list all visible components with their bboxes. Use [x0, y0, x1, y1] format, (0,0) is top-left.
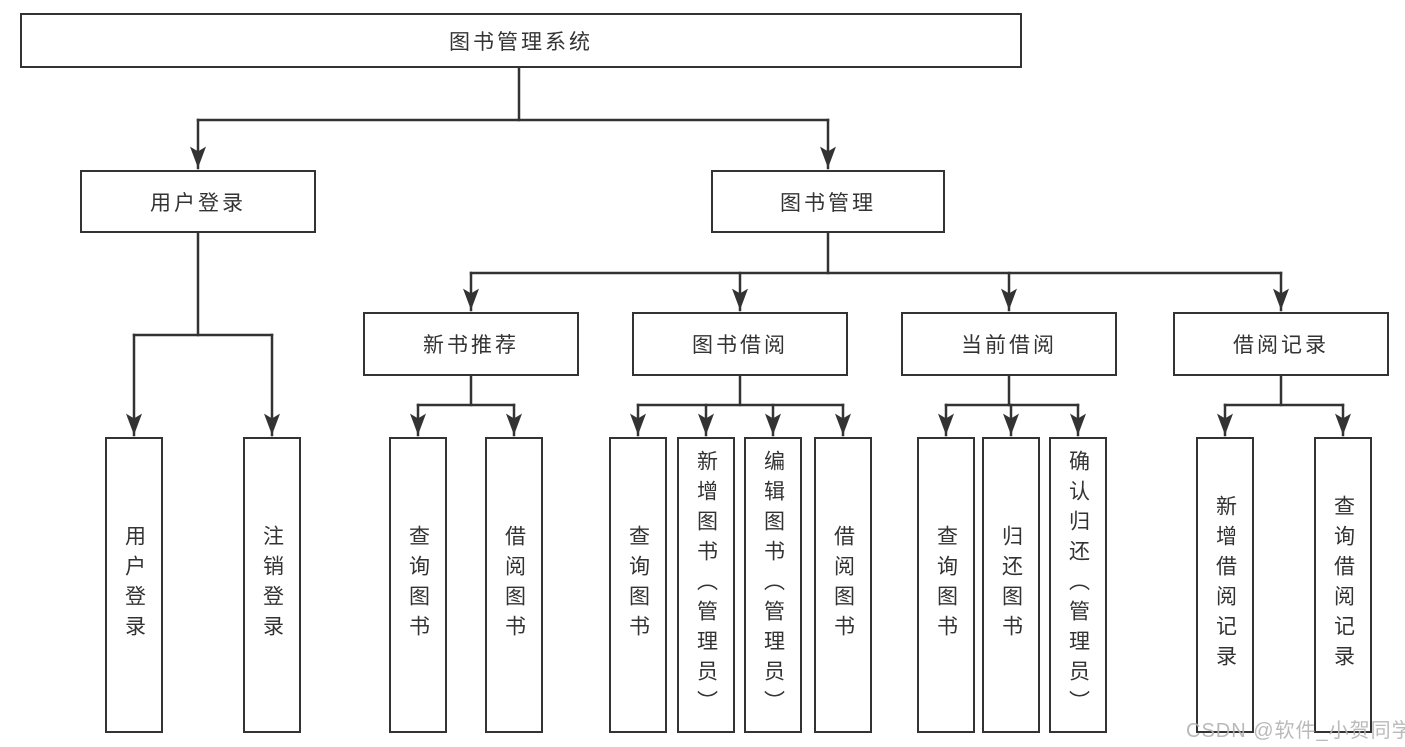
node-add-book-admin: 新增图书（管理员） — [677, 437, 735, 733]
node-query-books-recommend: 查询图书 — [389, 437, 447, 733]
node-borrow-books-recommend: 借阅图书 — [485, 437, 543, 733]
csdn-watermark: CSDN @软件_小贺同学 — [1186, 720, 1405, 742]
node-new-book-recommend: 新书推荐 — [363, 312, 579, 376]
node-borrow-books: 借阅图书 — [814, 437, 872, 733]
node-label: 当前借阅 — [961, 334, 1057, 357]
connector-book-management-branch — [463, 231, 1289, 312]
node-label: 归还图书 — [999, 525, 1023, 645]
node-query-borrow-record: 查询借阅记录 — [1314, 437, 1372, 733]
node-label: 借阅图书 — [831, 525, 855, 645]
connector-book-borrowing-branch — [630, 374, 851, 437]
node-label: 编辑图书（管理员） — [761, 450, 785, 720]
connector-user-login-branch — [126, 231, 280, 437]
connector-current-borrowing-branch — [938, 374, 1086, 437]
node-label: 新书推荐 — [423, 334, 519, 357]
node-borrowing-records: 借阅记录 — [1173, 312, 1389, 376]
node-label: 查询图书 — [934, 525, 958, 645]
connector-borrowing-records-branch — [1217, 374, 1351, 437]
node-label: 图书管理 — [780, 191, 876, 215]
node-user-login-branch: 用户登录 — [80, 170, 316, 233]
node-label: 查询图书 — [406, 525, 430, 645]
node-current-borrowing: 当前借阅 — [901, 312, 1117, 376]
node-user-login-leaf: 用户登录 — [105, 437, 163, 733]
node-label: 用户登录 — [150, 191, 246, 215]
node-label: 借阅图书 — [502, 525, 526, 645]
node-label: 图书管理系统 — [449, 30, 593, 54]
node-query-books-current: 查询图书 — [917, 437, 975, 733]
node-confirm-return-admin: 确认归还（管理员） — [1049, 437, 1107, 733]
node-book-management: 图书管理 — [711, 170, 945, 233]
node-label: 图书借阅 — [692, 334, 788, 357]
node-query-books-borrowing: 查询图书 — [609, 437, 667, 733]
node-label: 查询图书 — [626, 525, 650, 645]
node-label: 注销登录 — [260, 525, 284, 645]
node-label: 借阅记录 — [1233, 334, 1329, 357]
node-label: 新增借阅记录 — [1213, 495, 1237, 675]
node-label: 新增图书（管理员） — [694, 450, 718, 720]
node-logout-login: 注销登录 — [243, 437, 301, 733]
node-library-management-system: 图书管理系统 — [20, 13, 1022, 68]
node-return-book: 归还图书 — [982, 437, 1040, 733]
node-label: 确认归还（管理员） — [1066, 450, 1090, 720]
node-add-borrow-record: 新增借阅记录 — [1196, 437, 1254, 733]
node-book-borrowing: 图书借阅 — [632, 312, 848, 376]
node-label: 用户登录 — [122, 525, 146, 645]
node-label: 查询借阅记录 — [1331, 495, 1355, 675]
connector-new-book-recommend-branch — [410, 374, 522, 437]
connector-root-to-level2 — [190, 66, 836, 170]
node-edit-book-admin: 编辑图书（管理员） — [744, 437, 802, 733]
